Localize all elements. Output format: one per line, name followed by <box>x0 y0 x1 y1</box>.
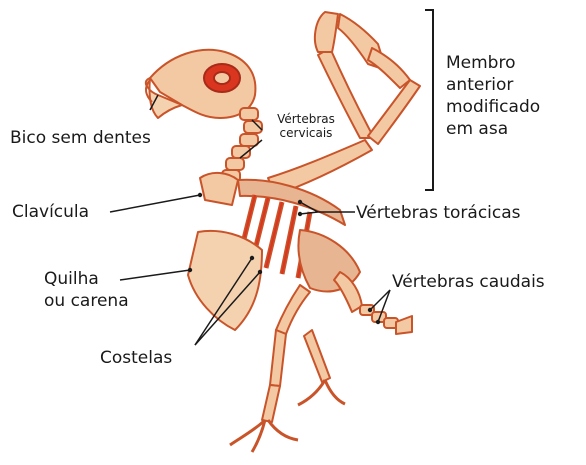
label-cervical-vertebrae: Vértebras cervicais <box>266 112 346 140</box>
label-keel-line2: ou carena <box>44 290 129 312</box>
label-wing-line1: Membro <box>446 52 540 74</box>
label-cervical-line2: cervicais <box>266 126 346 140</box>
label-ribs: Costelas <box>100 348 172 368</box>
label-wing: Membro anterior modificado em asa <box>446 52 540 140</box>
label-thoracic-vertebrae: Vértebras torácicas <box>356 203 521 223</box>
label-keel-line1: Quilha <box>44 268 129 290</box>
label-wing-line4: em asa <box>446 118 540 140</box>
tarsometatarsus <box>262 385 280 422</box>
femur <box>276 285 310 334</box>
sternum-keel <box>188 231 262 330</box>
label-wing-line2: anterior <box>446 74 540 96</box>
label-cervical-line1: Vértebras <box>266 112 346 126</box>
label-wing-line3: modificado <box>446 96 540 118</box>
wing-bracket <box>425 10 433 190</box>
tail-pygostyle <box>334 272 362 312</box>
feet <box>230 380 345 452</box>
label-clavicle: Clavícula <box>12 202 89 222</box>
wing-digits <box>315 12 338 52</box>
label-beak: Bico sem dentes <box>10 128 151 148</box>
label-keel: Quilha ou carena <box>44 268 129 312</box>
tibiotarsus <box>270 330 286 386</box>
coracoid <box>200 173 238 205</box>
caudal-vertebrae <box>360 305 412 334</box>
label-caudal-vertebrae: Vértebras caudais <box>392 272 545 292</box>
